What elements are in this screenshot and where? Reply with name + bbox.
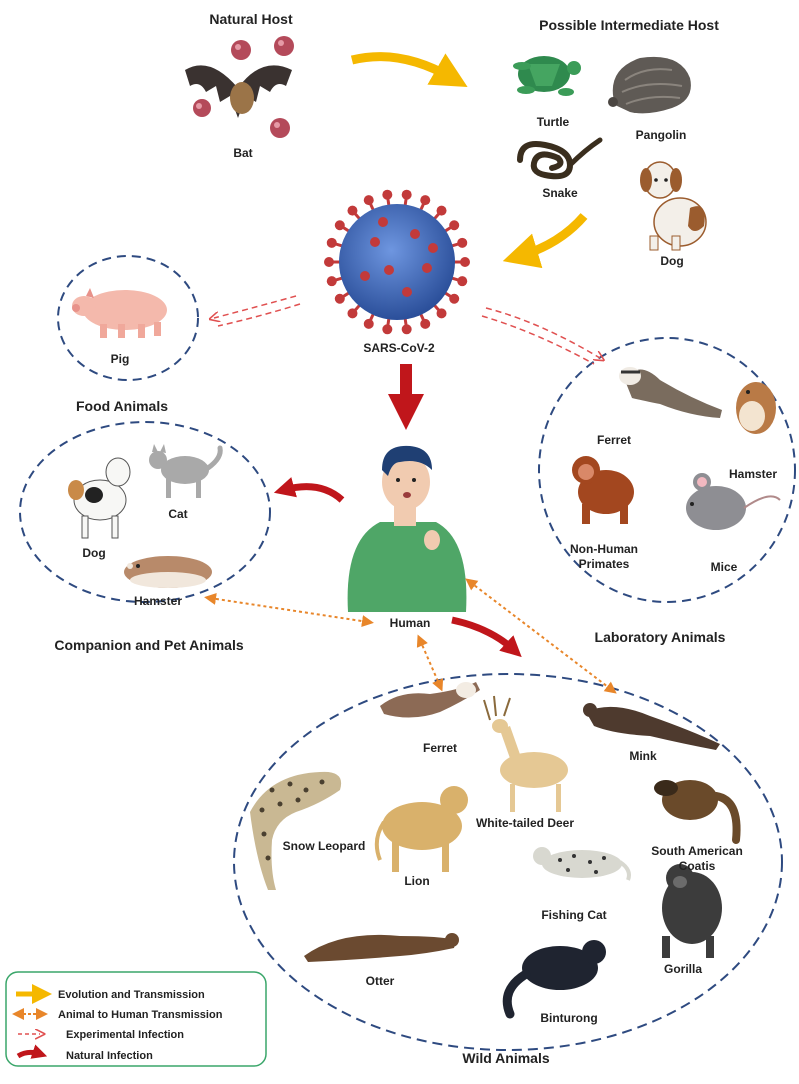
snake-label: Snake (542, 186, 578, 200)
coatis-label-line1: South American (651, 844, 743, 858)
nhp-label-line2: Primates (579, 557, 630, 571)
natural-arrow-human-to-wild (452, 620, 514, 650)
hamster-pet-illustration (124, 556, 212, 588)
hamster-lab-illustration (736, 382, 776, 434)
laboratory-animals-heading: Laboratory Animals (595, 629, 726, 645)
lion-illustration (377, 786, 468, 872)
mice-illustration (686, 473, 780, 530)
dog-intermediate-illustration (640, 162, 706, 250)
white-tailed-deer-illustration (484, 696, 568, 812)
legend-natural-label: Natural Infection (66, 1050, 153, 1062)
ferret-lab-illustration (619, 367, 722, 418)
legend-animal-human-label: Animal to Human Transmission (58, 1009, 223, 1021)
hamster-pet-label: Hamster (134, 594, 182, 608)
snake-illustration (520, 140, 600, 176)
animal-human-arrow-ferret (420, 640, 440, 686)
experimental-arrow-virus-to-pig (214, 296, 296, 318)
binturong-illustration (507, 940, 606, 1014)
dog-intermediate-label: Dog (660, 254, 683, 268)
white-tailed-deer-label: White-tailed Deer (476, 816, 574, 830)
otter-label: Otter (366, 974, 395, 988)
bat-illustration (185, 36, 294, 138)
otter-illustration (304, 933, 459, 962)
gorilla-illustration (662, 864, 722, 958)
legend-evolution-label: Evolution and Transmission (58, 989, 205, 1001)
dog-pet-illustration (68, 458, 130, 538)
experimental-arrow-virus-to-pig-2 (218, 304, 300, 326)
companion-animals-heading: Companion and Pet Animals (54, 637, 243, 653)
food-animals-heading: Food Animals (76, 398, 168, 414)
south-american-coatis-illustration (654, 780, 737, 840)
sars-cov-2-virus-illustration (324, 190, 470, 335)
experimental-arrow-virus-to-lab-2 (482, 316, 594, 364)
mink-label: Mink (629, 749, 657, 763)
experimental-arrow-virus-to-lab (486, 308, 600, 358)
mice-label: Mice (711, 560, 738, 574)
ferret-wild-label: Ferret (423, 741, 457, 755)
human-label: Human (390, 616, 431, 630)
turtle-illustration (513, 56, 581, 96)
pangolin-label: Pangolin (636, 128, 687, 142)
pig-illustration (72, 288, 167, 338)
dog-pet-label: Dog (82, 546, 105, 560)
ferret-lab-label: Ferret (597, 433, 631, 447)
coatis-label-line2: Coatis (679, 859, 716, 873)
fishing-cat-label: Fishing Cat (541, 908, 606, 922)
cat-label: Cat (168, 507, 187, 521)
ferret-wild-illustration (380, 682, 480, 718)
snow-leopard-illustration (250, 772, 341, 890)
turtle-label: Turtle (537, 115, 570, 129)
fishing-cat-illustration (533, 847, 629, 880)
gorilla-label: Gorilla (664, 962, 702, 976)
binturong-label: Binturong (540, 1011, 597, 1025)
non-human-primates-illustration (572, 456, 634, 524)
pig-label: Pig (111, 352, 130, 366)
wild-animals-heading: Wild Animals (462, 1050, 549, 1066)
bat-label: Bat (233, 146, 252, 160)
human-illustration (348, 446, 467, 612)
natural-arrow-human-to-pets (284, 487, 342, 500)
hamster-lab-label: Hamster (729, 467, 777, 481)
pangolin-illustration (608, 57, 691, 113)
legend-experimental-label: Experimental Infection (66, 1029, 184, 1041)
virus-label: SARS-CoV-2 (363, 341, 435, 355)
nhp-label-line1: Non-Human (570, 542, 638, 556)
evolution-arrow-bat-to-intermediate (352, 57, 452, 78)
snow-leopard-label: Snow Leopard (283, 839, 366, 853)
evolution-arrow-intermediate-to-virus (520, 216, 584, 256)
natural-host-heading: Natural Host (209, 11, 293, 27)
intermediate-host-heading: Possible Intermediate Host (539, 17, 719, 33)
cat-illustration (149, 444, 220, 498)
animal-human-arrow-hamster (210, 598, 368, 622)
legend: Evolution and Transmission Animal to Hum… (6, 972, 266, 1066)
lion-label: Lion (404, 874, 429, 888)
